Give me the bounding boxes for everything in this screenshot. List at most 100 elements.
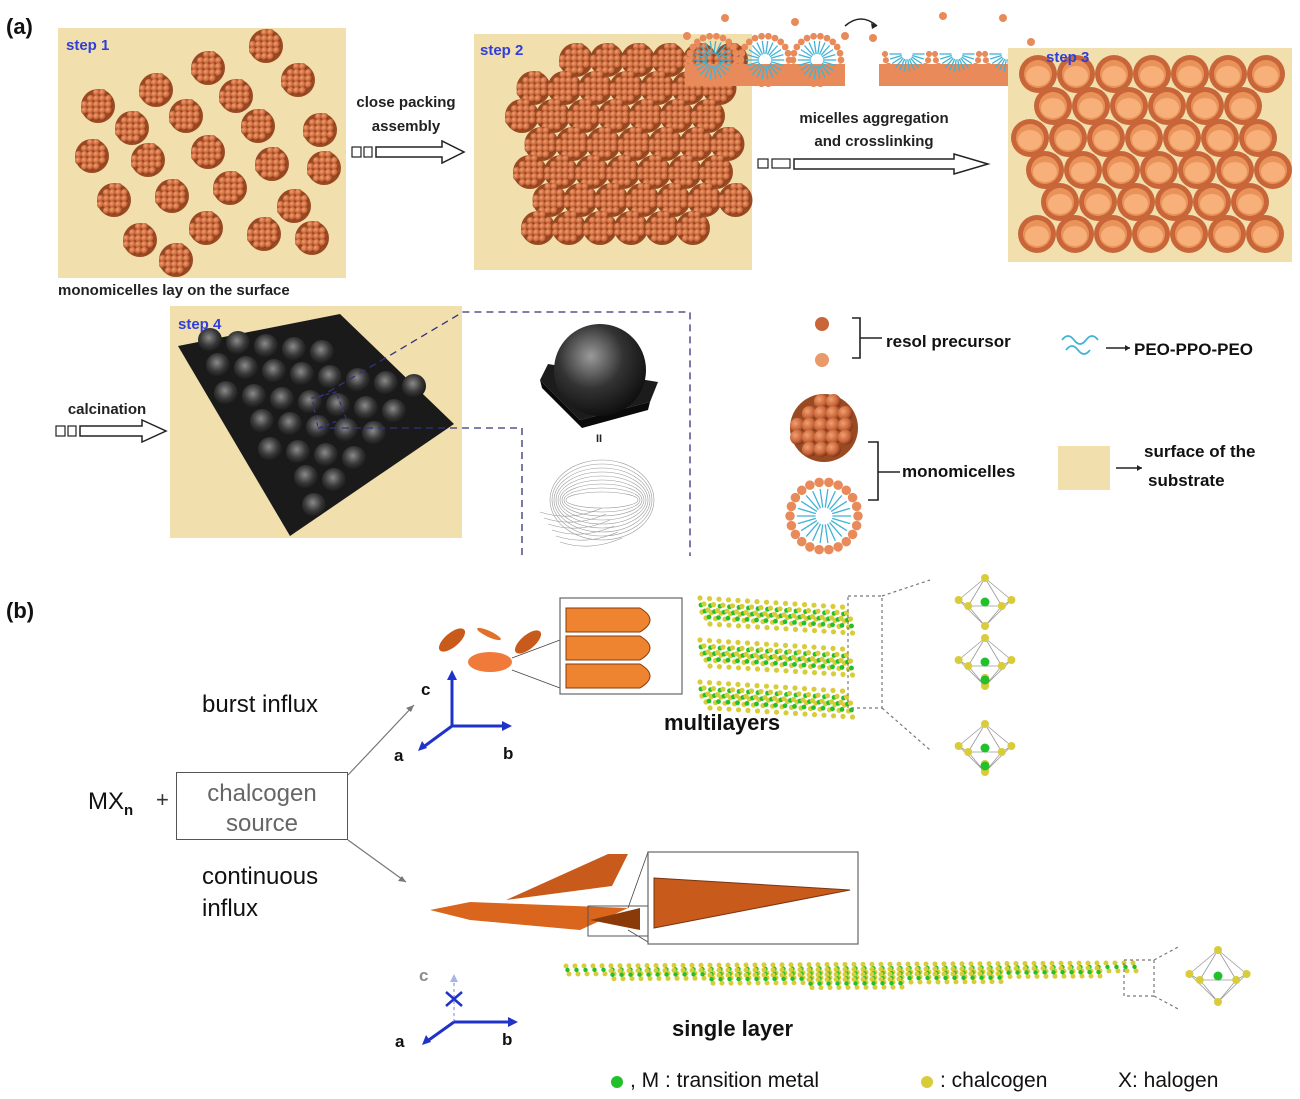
step2-packed-micelles bbox=[505, 43, 753, 245]
panel-b-graphics bbox=[347, 574, 1251, 1088]
step4-substrate bbox=[170, 306, 462, 538]
monomicelle-icon bbox=[139, 73, 173, 107]
hollow-cell-icon bbox=[1163, 119, 1201, 157]
panel-a-label: (a) bbox=[6, 14, 33, 39]
legend-halogen: X: halogen bbox=[1118, 1069, 1219, 1092]
legend-metal: , M : transition metal bbox=[630, 1069, 820, 1092]
pore-icon bbox=[334, 418, 358, 442]
micelle-cross-section-icon bbox=[737, 32, 793, 88]
pore-icon bbox=[270, 387, 294, 411]
legend-surface-label-line2: substrate bbox=[1148, 471, 1225, 490]
monomicelle-icon bbox=[544, 155, 578, 189]
monomicelle-icon bbox=[699, 155, 733, 189]
pore-icon bbox=[322, 468, 346, 492]
monomicelle-icon bbox=[656, 183, 691, 217]
metal-atom-icon bbox=[611, 1076, 623, 1088]
monomicelle-icon bbox=[505, 99, 539, 133]
hollow-cell-icon bbox=[1011, 119, 1049, 157]
step1-substrate bbox=[58, 28, 346, 278]
hollow-cell-icon bbox=[1193, 183, 1231, 221]
micelle-cross-section-icon bbox=[789, 32, 845, 88]
large-flakes-icon bbox=[430, 851, 649, 943]
monomicelle-icon bbox=[81, 89, 115, 123]
pore-icon bbox=[226, 331, 250, 355]
multilayers-label: multilayers bbox=[664, 710, 781, 735]
hollow-cell-icon bbox=[1057, 55, 1095, 93]
monomicelle-icon bbox=[625, 183, 660, 217]
zoom-lines bbox=[311, 311, 691, 556]
arrow1-caption-line2: assembly bbox=[371, 118, 441, 135]
monomicelle-icon bbox=[123, 223, 157, 257]
pore-icon bbox=[310, 340, 334, 364]
octahedra-stack bbox=[954, 574, 1016, 776]
monomicelle-icon bbox=[513, 155, 547, 189]
micelle-cross-section-icon bbox=[931, 50, 983, 79]
monomicelle-icon bbox=[552, 211, 586, 245]
monomicelle-icon bbox=[532, 183, 567, 217]
hollow-cell-icon bbox=[1186, 87, 1224, 125]
monomicelle-icon bbox=[295, 221, 329, 255]
continuous-influx-line1: continuous bbox=[202, 863, 319, 890]
monomicelle-icon bbox=[536, 99, 570, 133]
monomicelle-icon bbox=[648, 127, 683, 161]
peo-chain-icon bbox=[1061, 335, 1099, 355]
axis-bottom-b: b bbox=[502, 1030, 513, 1049]
monomicelle-icon bbox=[606, 155, 640, 189]
axis-top-c: c bbox=[421, 680, 431, 699]
step4-label: step 4 bbox=[178, 316, 222, 333]
step1-label: step 1 bbox=[66, 37, 110, 54]
monomicelle-icon bbox=[583, 211, 617, 245]
octahedron-icon bbox=[954, 634, 1016, 690]
pore-icon bbox=[306, 415, 330, 439]
hollow-cell-icon bbox=[1095, 55, 1133, 93]
micelle-cross-section-icon bbox=[785, 477, 863, 555]
monomicelle-icon bbox=[131, 143, 165, 177]
hollow-cell-icon bbox=[1079, 183, 1117, 221]
monomicelle-icon bbox=[255, 147, 289, 181]
stacked-flakes-icon bbox=[565, 607, 651, 689]
monomicelle-icon bbox=[159, 243, 193, 277]
reactant-formula: MXn bbox=[88, 788, 133, 819]
hollow-cell-icon bbox=[1125, 119, 1163, 157]
panel-b-label: (b) bbox=[6, 598, 35, 623]
pore-icon bbox=[214, 381, 238, 405]
step3-label: step 3 bbox=[1046, 49, 1090, 66]
monomicelle-icon bbox=[629, 99, 663, 133]
monomicelle-icon bbox=[281, 63, 315, 97]
single-flake-icon bbox=[653, 877, 851, 929]
pore-icon bbox=[234, 356, 258, 380]
monomicelle-icon bbox=[617, 127, 652, 161]
pore-icon bbox=[374, 371, 398, 395]
hollow-cell-icon bbox=[1239, 119, 1277, 157]
monomicelle-icon bbox=[614, 211, 648, 245]
monomicelle-icon bbox=[578, 71, 613, 105]
hollow-cell-icon bbox=[1102, 151, 1140, 189]
pore-icon bbox=[346, 368, 370, 392]
legend-a-graphics bbox=[785, 317, 1142, 555]
hollow-cell-icon bbox=[1034, 87, 1072, 125]
pore-icon bbox=[282, 337, 306, 361]
plus-sign: + bbox=[156, 787, 169, 812]
step1-micelles bbox=[75, 29, 341, 277]
hollow-cell-icon bbox=[1231, 183, 1269, 221]
axis-bottom-c: c bbox=[419, 966, 429, 985]
pore-icon bbox=[278, 412, 302, 436]
pore-icon bbox=[254, 334, 278, 358]
monomicelle-icon bbox=[668, 155, 702, 189]
pore-icon bbox=[198, 328, 222, 352]
continuous-influx-line2: influx bbox=[202, 895, 259, 922]
resol-particle-light-icon bbox=[815, 353, 829, 367]
monomicelle-icon bbox=[637, 155, 671, 189]
hollow-cell-icon bbox=[1201, 119, 1239, 157]
arrow3-icon bbox=[55, 418, 168, 444]
octahedron-icon bbox=[954, 574, 1016, 630]
hollow-cell-icon bbox=[1254, 151, 1292, 189]
pore-icon bbox=[318, 365, 342, 389]
monomicelle-icon bbox=[241, 109, 275, 143]
pore-icon bbox=[314, 443, 338, 467]
octahedron-icon bbox=[980, 760, 990, 774]
axis-top-b: b bbox=[503, 744, 514, 763]
monomicelle-icon bbox=[660, 99, 694, 133]
hollow-cell-icon bbox=[1155, 183, 1193, 221]
arrow3-caption: calcination bbox=[67, 401, 147, 418]
